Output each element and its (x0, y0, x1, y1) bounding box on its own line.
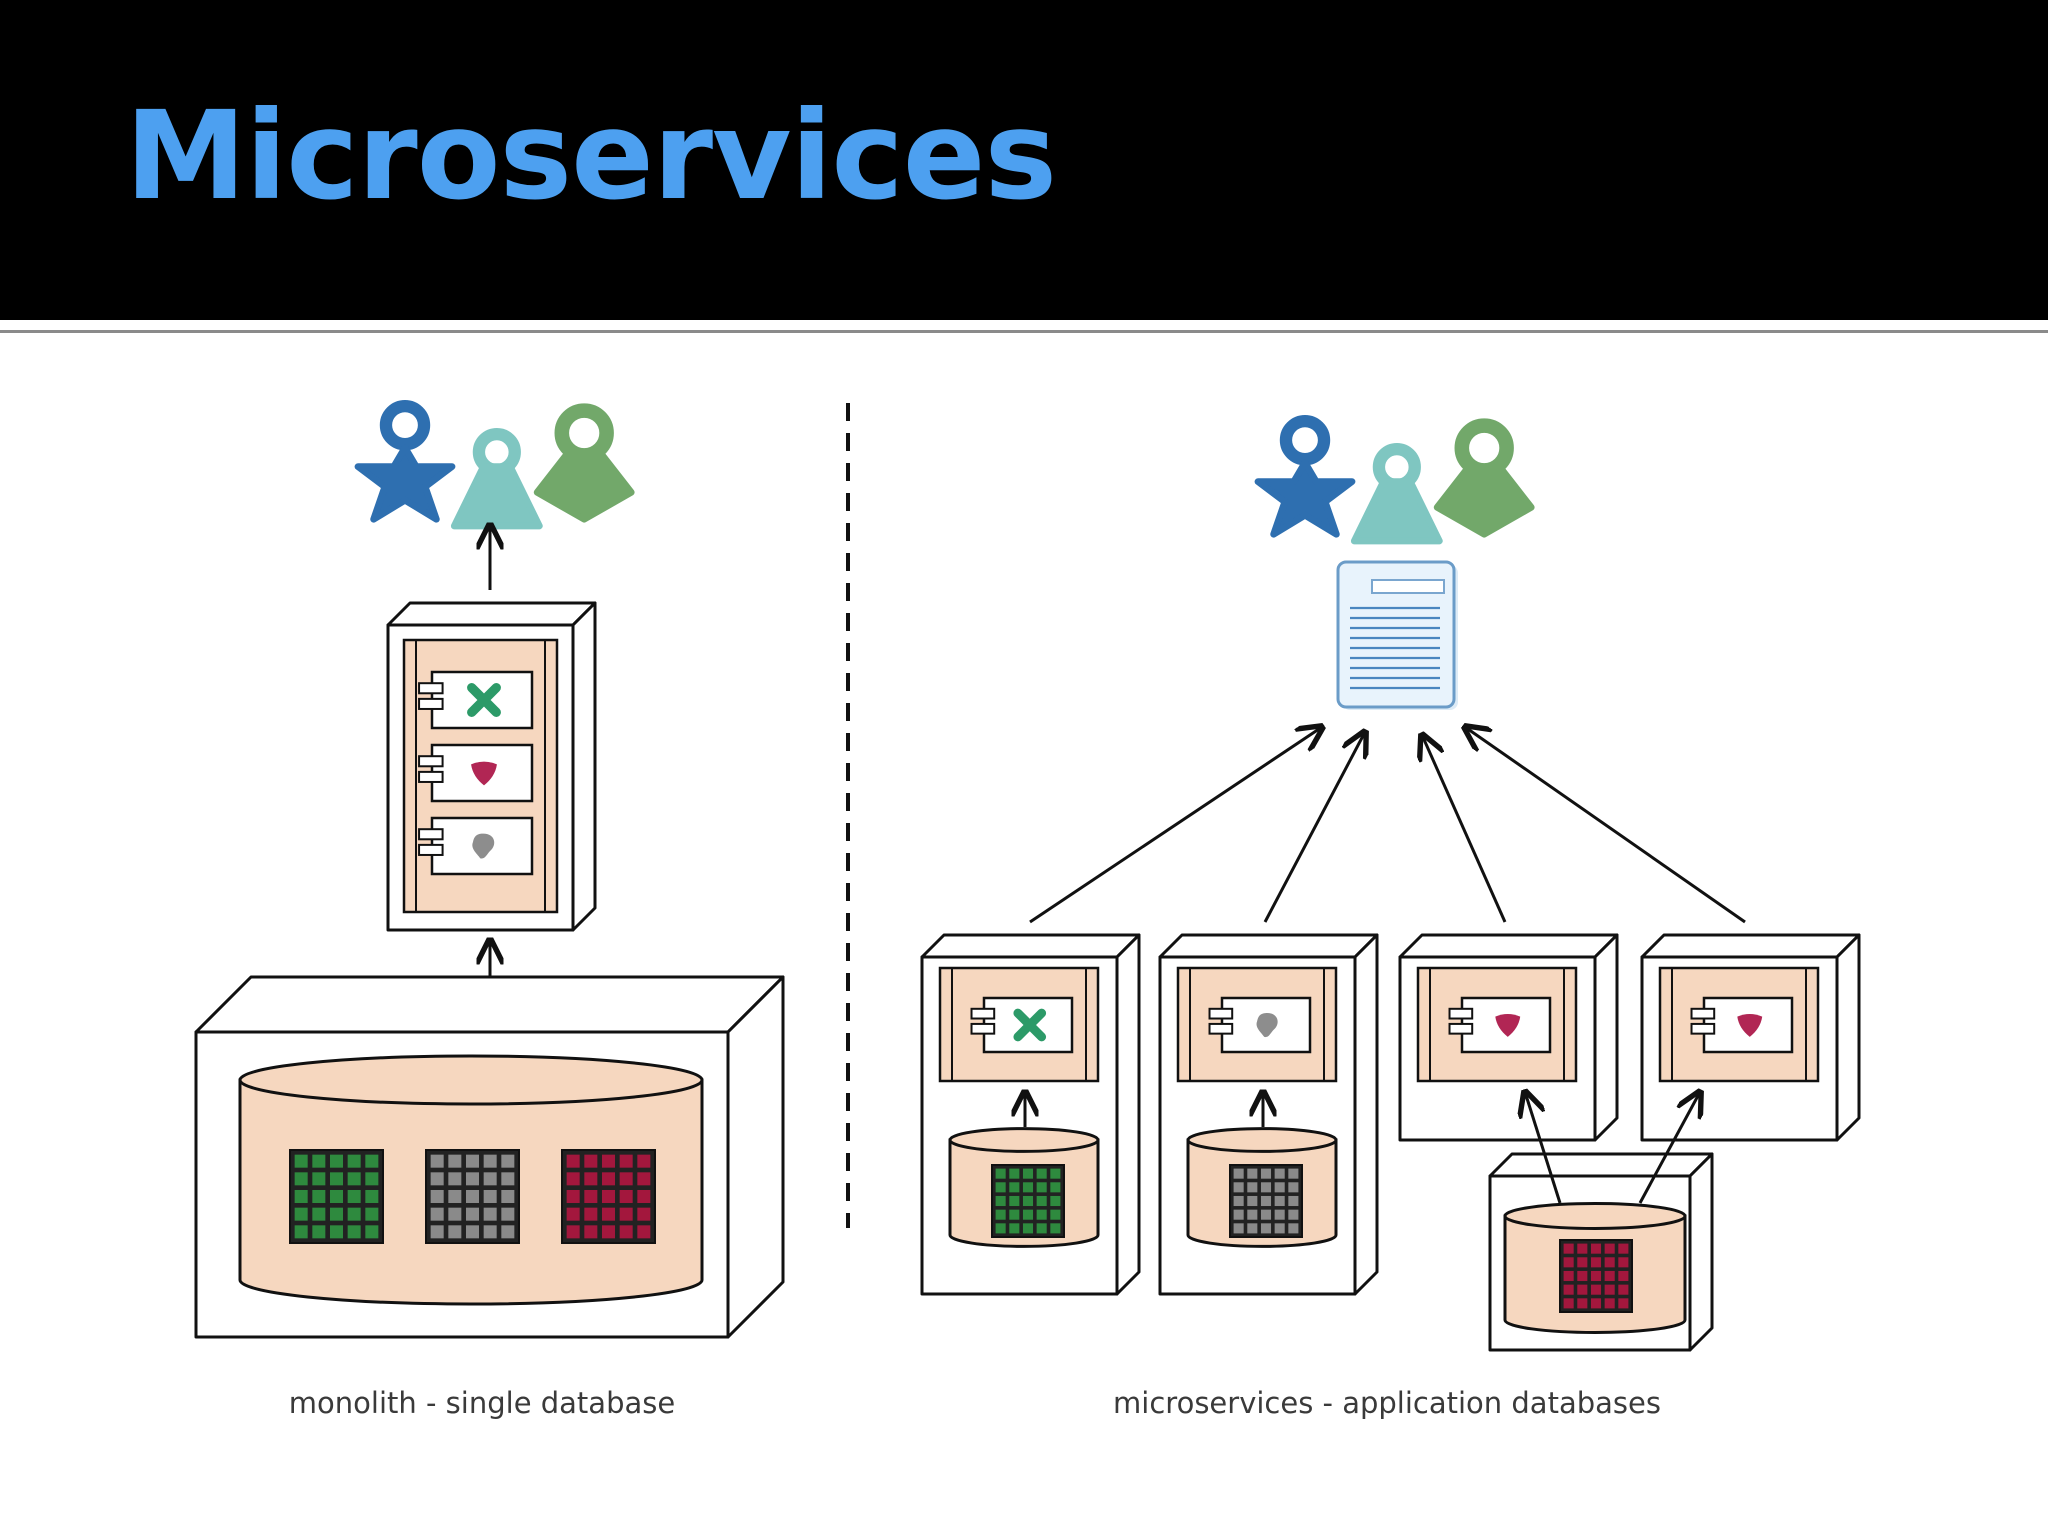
arrow (1465, 727, 1746, 924)
blob-icon (1256, 1013, 1278, 1038)
heart-icon (1495, 1014, 1521, 1037)
table-icon (991, 1164, 1065, 1238)
arrow (1422, 735, 1507, 923)
component-box (418, 670, 534, 730)
microservices-diagram (920, 414, 1861, 1352)
microservices-caption: microservices - application databases (1113, 1386, 1661, 1420)
component-box (970, 996, 1074, 1054)
component-box (418, 816, 534, 876)
gateway-document-icon (1336, 560, 1458, 710)
user-blue-icon (1254, 414, 1356, 538)
component-box (1448, 996, 1552, 1054)
user-teal-icon (1350, 442, 1443, 545)
slide-title: Microservices (125, 85, 1057, 227)
users-group (354, 399, 635, 530)
puzzle-icon (1013, 1008, 1047, 1042)
monolith-diagram (194, 399, 785, 1339)
component-box (1690, 996, 1794, 1054)
component-box (1208, 996, 1312, 1054)
arrow (1638, 1092, 1700, 1204)
arrow (1263, 732, 1365, 923)
user-blue-icon (354, 399, 456, 523)
component-box (418, 743, 534, 803)
table-icon (561, 1149, 656, 1244)
header-divider (0, 330, 2048, 333)
puzzle-icon (467, 683, 501, 717)
user-green-icon (533, 403, 635, 523)
users-group (1254, 414, 1535, 545)
slide-header (0, 0, 2048, 320)
table-icon (289, 1149, 384, 1244)
monolith-caption: monolith - single database (288, 1386, 676, 1420)
blob-icon (472, 833, 495, 859)
table-icon (1559, 1239, 1633, 1313)
user-green-icon (1433, 418, 1535, 538)
table-icon (425, 1149, 520, 1244)
heart-icon (471, 761, 497, 786)
arrow (1029, 727, 1322, 924)
table-icon (1229, 1164, 1303, 1238)
user-teal-icon (450, 427, 543, 530)
heart-icon (1737, 1014, 1763, 1037)
arrow (1525, 1092, 1562, 1204)
